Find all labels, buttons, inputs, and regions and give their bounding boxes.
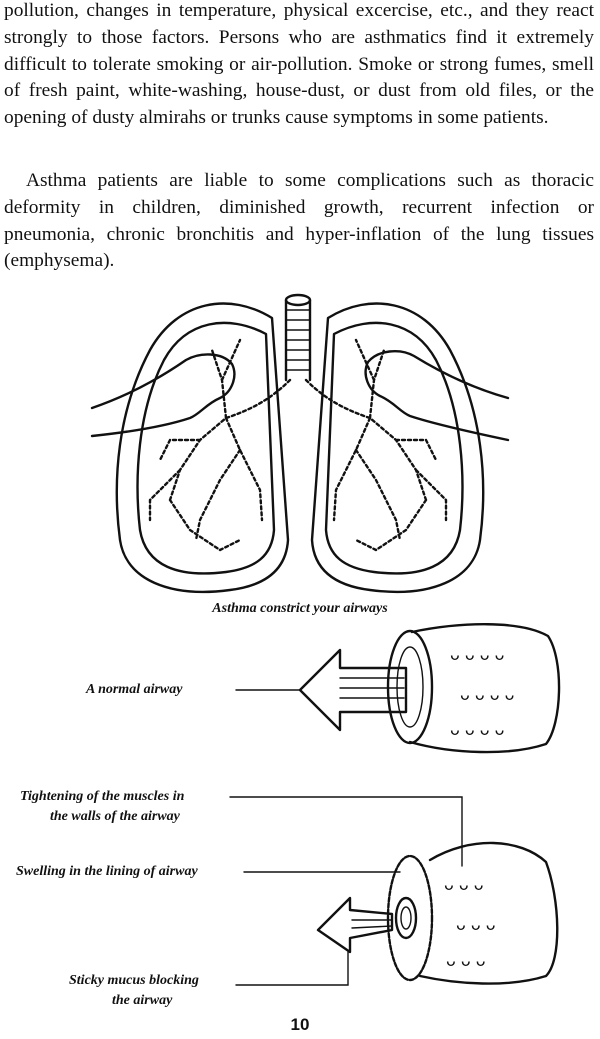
trachea bbox=[284, 293, 312, 382]
lung-left bbox=[115, 302, 290, 594]
paragraph-asthma-triggers: pollution, changes in temperature, physi… bbox=[4, 0, 594, 129]
paragraph-asthma-complications: Asthma patients are liable to some compl… bbox=[4, 170, 594, 272]
svg-text:ᴗ ᴗ ᴗ ᴗ: ᴗ ᴗ ᴗ ᴗ bbox=[450, 720, 504, 739]
muscles-tightening-label-line1: Tightening of the muscles in bbox=[20, 789, 185, 804]
lungs-caption: Asthma constrict your airways bbox=[212, 601, 388, 616]
normal-airway-label: A normal airway bbox=[86, 682, 183, 697]
asthmatic-airway-illustration: ᴗ ᴗ ᴗ ᴗ ᴗ ᴗ ᴗ ᴗ ᴗ bbox=[316, 841, 559, 985]
label-leader-lines bbox=[229, 796, 463, 986]
lung-right bbox=[310, 302, 485, 594]
right-hand bbox=[364, 350, 510, 442]
page-number: 10 bbox=[290, 1015, 310, 1034]
normal-airway-illustration: ᴗ ᴗ ᴗ ᴗ ᴗ ᴗ ᴗ ᴗ ᴗ ᴗ ᴗ ᴗ bbox=[235, 623, 561, 754]
svg-text:ᴗ ᴗ ᴗ: ᴗ ᴗ ᴗ bbox=[446, 951, 486, 970]
mucus-label-line2: the airway bbox=[112, 993, 173, 1008]
swelling-label: Swelling in the lining of airway bbox=[16, 864, 198, 879]
bronchial-tree bbox=[148, 338, 448, 552]
svg-text:ᴗ ᴗ ᴗ ᴗ: ᴗ ᴗ ᴗ ᴗ bbox=[460, 685, 514, 704]
svg-text:ᴗ ᴗ ᴗ ᴗ: ᴗ ᴗ ᴗ ᴗ bbox=[450, 645, 504, 664]
svg-text:ᴗ ᴗ ᴗ: ᴗ ᴗ ᴗ bbox=[444, 875, 484, 894]
svg-text:ᴗ ᴗ ᴗ: ᴗ ᴗ ᴗ bbox=[456, 915, 496, 934]
muscles-tightening-label-line2: the walls of the airway bbox=[50, 809, 180, 824]
mucus-label-line1: Sticky mucus blocking bbox=[69, 973, 199, 988]
left-hand bbox=[90, 353, 236, 438]
